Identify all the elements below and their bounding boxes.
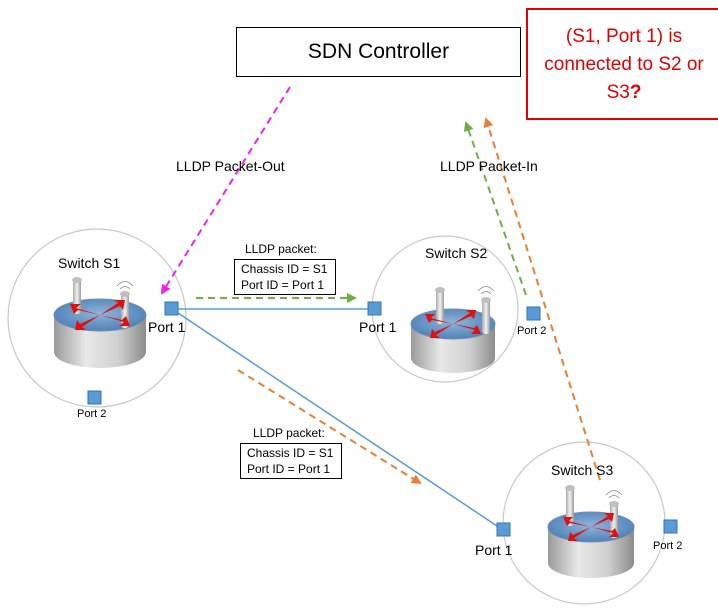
question-box: (S1, Port 1) is connected to S2 or S3? <box>526 8 718 120</box>
packet-s2-port: Port ID = Port 1 <box>241 278 325 292</box>
question-line-1: (S1, Port 1) is <box>565 26 683 47</box>
packet-out-label: LLDP Packet-Out <box>176 158 285 174</box>
s1-port1-square <box>164 301 179 316</box>
router-s2-icon <box>410 286 496 373</box>
packet-s2-chassis: Chassis ID = S1 <box>241 262 328 276</box>
packet-s3-port: Port ID = Port 1 <box>247 462 331 476</box>
s1-port1-label: Port 1 <box>148 319 186 335</box>
s2-port1-square <box>367 301 382 316</box>
packet-in-arrow-from-s2 <box>463 121 527 296</box>
s1-port2-square <box>87 390 102 405</box>
s2-port2-square <box>526 306 541 321</box>
router-s1-icon <box>53 277 147 368</box>
question-line-2: connected to S2 or <box>544 54 704 75</box>
packet-in-arrow-from-s3 <box>483 117 601 481</box>
link-s1-s3 <box>177 312 504 531</box>
packet-s3-chassis: Chassis ID = S1 <box>247 446 334 460</box>
s3-port1-label: Port 1 <box>475 542 513 558</box>
sdn-controller-box: SDN Controller <box>236 27 521 77</box>
switch-s2-label: Switch S2 <box>425 245 488 261</box>
s2-port1-label: Port 1 <box>359 319 397 335</box>
switch-s3-label: Switch S3 <box>551 462 614 478</box>
s3-port2-label: Port 2 <box>653 540 683 552</box>
controller-label: SDN Controller <box>307 40 450 63</box>
question-line-3: S3? <box>534 79 714 107</box>
s3-port2-square <box>663 519 678 534</box>
switch-s1-label: Switch S1 <box>58 255 121 271</box>
question-line-3-text: S3 <box>606 82 630 103</box>
packet-out-arrow <box>160 86 291 295</box>
packet-s2-box: Chassis ID = S1 Port ID = Port 1 <box>234 259 336 295</box>
s2-port2-label: Port 2 <box>517 325 547 337</box>
router-s3-icon <box>547 485 635 578</box>
packet-s3-title: LLDP packet: <box>253 426 325 440</box>
packet-s3-box: Chassis ID = S1 Port ID = Port 1 <box>240 443 342 479</box>
packet-in-label: LLDP Packet-In <box>440 158 538 174</box>
packet-s2-title: LLDP packet: <box>245 242 317 256</box>
question-mark: ? <box>629 82 642 103</box>
s3-port1-square <box>496 522 511 537</box>
s1-port2-label: Port 2 <box>77 408 107 420</box>
